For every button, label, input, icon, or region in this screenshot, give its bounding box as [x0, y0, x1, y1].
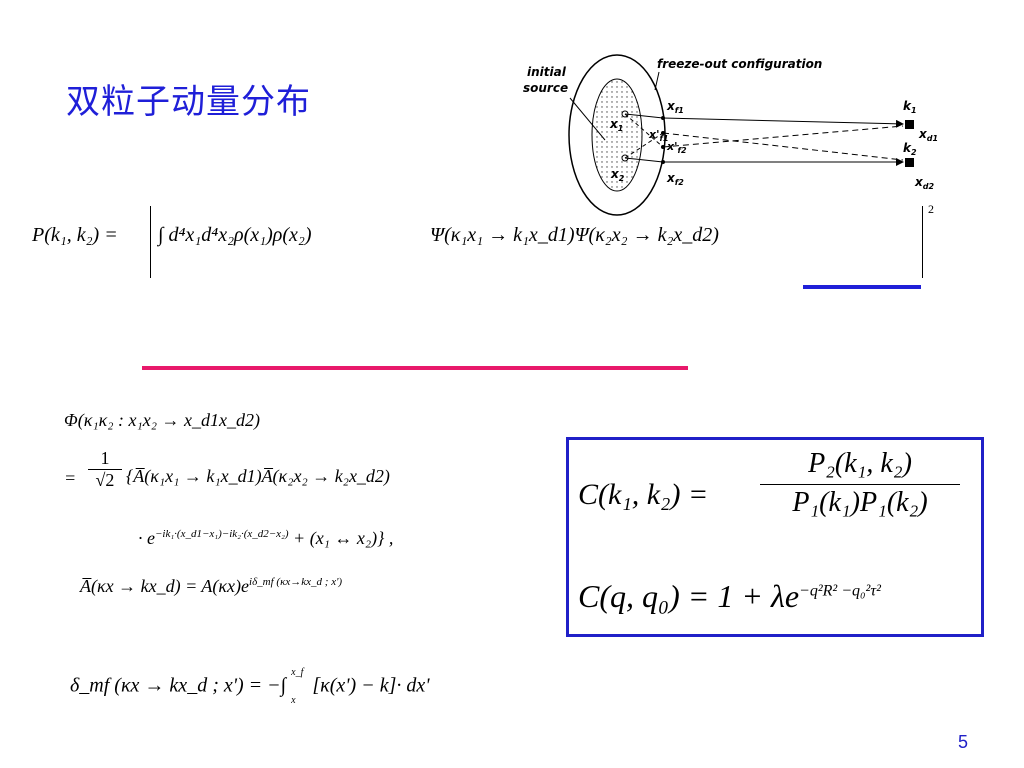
eq-phi-line1: {A̅(κ₁x₁ → k₁x_d1)A̅(κ₂x₂ → k₂x_d2) [126, 466, 390, 486]
svg-text:x'f2: x'f2 [666, 140, 687, 155]
label-initial: initial [527, 65, 567, 79]
eq-abar-def: A̅(κx → kx_d) = A(κx)eiδ_mf (κx→kx_d ; x… [80, 576, 343, 596]
eq-p-power: 2 [928, 202, 934, 216]
outer-ellipse [568, 54, 666, 216]
eq-phi-lhs: Φ(κ₁κ₂ : x₁x₂ → x_d1x_d2) [64, 410, 260, 430]
svg-text:k1: k1 [903, 99, 917, 115]
eq-cq: C(q, q₀) = 1 + λe−q²R² −q₀²τ² [578, 578, 881, 614]
freeze-out-diagram: initial source freeze-out configuration … [523, 54, 938, 216]
eq-p-integral: ∫ d⁴x₁d⁴x₂ρ(x₁)ρ(x₂) [158, 224, 312, 246]
eq-p-lhs: P(k₁, k₂) = [32, 224, 118, 246]
svg-text:xd2: xd2 [914, 175, 934, 191]
eq-delta-def: δ_mf (κx → kx_d ; x') = −∫ x_f x [κ(x') … [70, 667, 430, 706]
label-freeze-out: freeze-out configuration [657, 57, 822, 71]
svg-text:x'f1: x'f1 [648, 128, 669, 143]
eq-c-lhs: C(k₁, k₂) = [578, 478, 709, 511]
eq-p-psi: Ψ(κ₁x₁ → k₁x_d1)Ψ(κ₂x₂ → k₂x_d2) [430, 224, 719, 246]
eq-phi-line2: · e−ik₁·(x_d1−x₁)−ik₂·(x_d2−x₂) + (x₁ ↔ … [138, 528, 394, 548]
eq-c-fraction: P₂(k₁, k₂) P₁(k₁)P₁(k₂) [760, 448, 960, 519]
svg-text:x1: x1 [609, 117, 623, 133]
svg-text:xf2: xf2 [666, 171, 684, 187]
abs-bar-right [922, 206, 923, 278]
eq-phi-frac: 1 √2 [88, 448, 122, 491]
page-number: 5 [957, 732, 968, 752]
svg-text:xd1: xd1 [918, 127, 938, 143]
blue-rule [803, 285, 921, 289]
slide-title: 双粒子动量分布 [66, 82, 311, 122]
abs-bar-left [150, 206, 151, 278]
red-rule [142, 366, 688, 370]
label-source: source [523, 81, 568, 95]
svg-text:x2: x2 [610, 167, 625, 183]
eq-phi-equals: = [64, 468, 77, 488]
svg-text:xf1: xf1 [666, 99, 684, 115]
correlation-box [566, 437, 984, 637]
source-ellipse [591, 78, 643, 192]
svg-text:k2: k2 [903, 141, 917, 157]
